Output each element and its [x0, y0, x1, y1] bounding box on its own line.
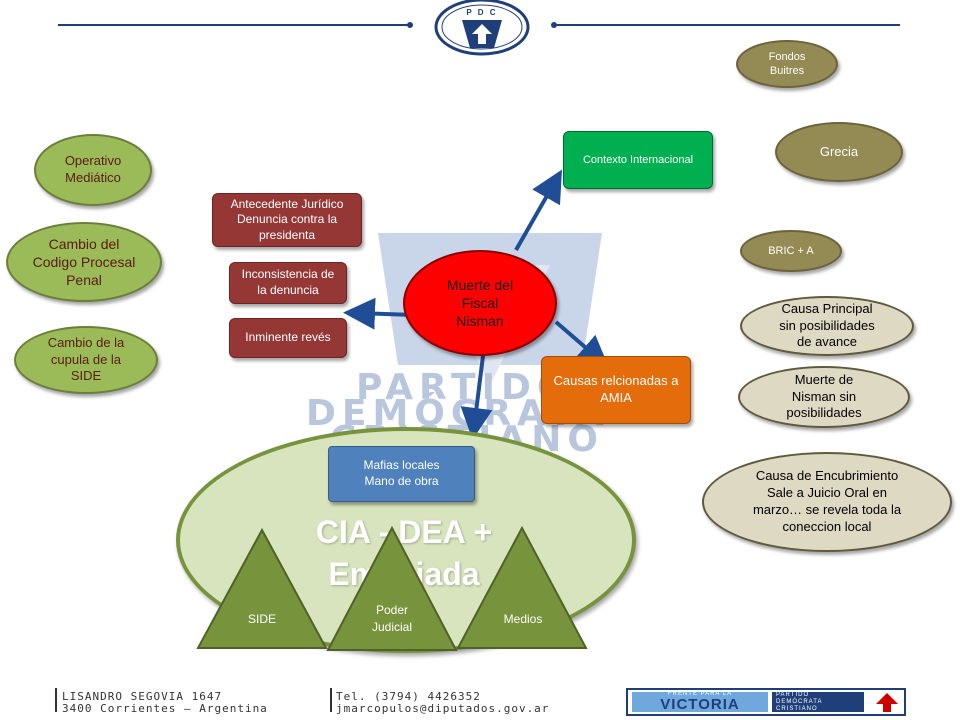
- oval-causa-principal: Causa Principal sin posibilidades de ava…: [740, 296, 914, 356]
- footer-logo-top: FRENTE PARA LA: [667, 691, 733, 697]
- oval-fondos-buitres: Fondos Buitres: [736, 40, 838, 88]
- box-mafias-locales-label: Mafias locales Mano de obra: [363, 458, 440, 488]
- box-antecedente-juridico: Antecedente Jurídico Denuncia contra la …: [212, 193, 362, 247]
- oval-muerte-nisman: Muerte de Nisman sin posibilidades: [738, 366, 910, 428]
- arrow-to-context: [514, 169, 562, 251]
- footer-logo-victoria: VICTORIA: [660, 696, 740, 713]
- oval-cupula-side-label: Cambio de la cupula de la SIDE: [47, 334, 125, 384]
- footer-pdc-arrow-icon: [876, 693, 898, 712]
- oval-fondos-buitres-label: Fondos Buitres: [768, 50, 806, 77]
- oval-grecia: Grecia: [775, 122, 903, 182]
- box-causas-amia-label: Causas relcionadas a AMIA: [553, 373, 679, 405]
- triangle-poder-judicial-label: Poder Judicial: [371, 603, 413, 634]
- box-inminente-reves: Inminente revés: [229, 318, 347, 358]
- triangle-side: [196, 527, 328, 649]
- box-inconsistencia: Inconsistencia de la denuncia: [229, 262, 347, 304]
- box-inconsistencia-label: Inconsistencia de la denuncia: [241, 267, 335, 297]
- oval-bric-label: BRIC + A: [768, 244, 814, 257]
- oval-codigo-procesal: Cambio del Codigo Procesal Penal: [6, 222, 162, 302]
- triangle-side-label: SIDE: [247, 612, 276, 626]
- footer-address-line2: 3400 Corrientes – Argentina: [62, 702, 268, 715]
- header-logo-text: P D C: [466, 8, 498, 17]
- triangle-medios: [456, 525, 588, 649]
- box-inminente-reves-label: Inminente revés: [245, 330, 331, 345]
- triangle-poder-judicial: [326, 525, 458, 651]
- footer-address-line1: LISANDRO SEGOVIA 1647: [62, 690, 223, 703]
- center-muerte-fiscal-nisman: Muerte del Fiscal Nisman: [403, 250, 557, 356]
- oval-bric: BRIC + A: [740, 230, 842, 272]
- box-mafias-locales: Mafias locales Mano de obra: [328, 446, 475, 502]
- oval-muerte-nisman-label: Muerte de Nisman sin posibilidades: [786, 371, 862, 421]
- box-antecedente-juridico-label: Antecedente Jurídico Denuncia contra la …: [230, 196, 344, 242]
- oval-causa-principal-label: Causa Principal sin posibilidades de ava…: [779, 300, 875, 350]
- footer-logo-party-bg: [772, 692, 864, 712]
- oval-codigo-procesal-label: Cambio del Codigo Procesal Penal: [32, 235, 136, 289]
- footer-email: jmarcopulos@diputados.gov.ar: [336, 702, 550, 715]
- footer-logo-party: PARTIDO DEMÓCRATA CRISTIANO: [776, 692, 823, 712]
- triangle-medios-label: Medios: [503, 612, 543, 626]
- oval-causa-encubrimiento: Causa de Encubrimiento Sale a Juicio Ora…: [702, 452, 952, 552]
- watermark-line1: PARTIDO: [356, 367, 574, 408]
- footer-logo-victoria-bg: [632, 692, 768, 712]
- center-label: Muerte del Fiscal Nisman: [446, 276, 514, 330]
- header-graphic: [58, 0, 900, 56]
- footer-phone: Tel. (3794) 4426352: [336, 690, 481, 703]
- box-contexto-internacional: Contexto Internacional: [563, 131, 713, 189]
- oval-causa-encubrimiento-label: Causa de Encubrimiento Sale a Juicio Ora…: [752, 468, 902, 534]
- arrow-to-amia: [554, 320, 610, 368]
- oval-grecia-label: Grecia: [819, 143, 859, 159]
- box-causas-amia: Causas relcionadas a AMIA: [541, 356, 691, 424]
- box-contexto-internacional-label: Contexto Internacional: [582, 153, 694, 166]
- arrow-to-ellipse: [460, 347, 493, 440]
- footer-divider-left: [55, 688, 57, 712]
- footer-divider-mid: [330, 688, 332, 712]
- oval-operativo-mediatico-label: Operativo Mediático: [64, 153, 122, 185]
- oval-operativo-mediatico: Operativo Mediático: [34, 134, 152, 206]
- footer-logo-strip: FRENTE PARA LA VICTORIA PARTIDO DEMÓCRAT…: [626, 688, 906, 716]
- oval-cupula-side: Cambio de la cupula de la SIDE: [14, 326, 158, 394]
